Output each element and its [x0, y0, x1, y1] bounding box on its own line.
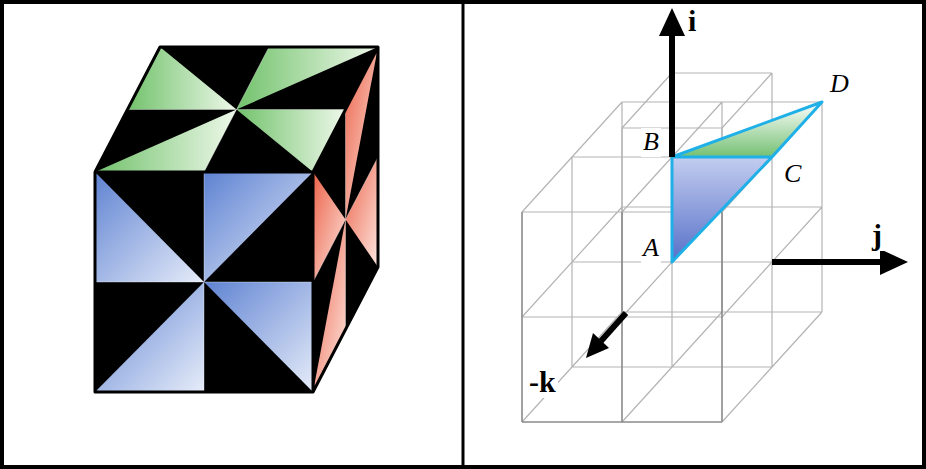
- point-label: B: [641, 128, 661, 157]
- red-triangle: [313, 220, 346, 393]
- axis-j: [772, 259, 884, 265]
- arrow-head: [659, 8, 685, 36]
- axis-minus-k: [601, 313, 626, 341]
- blue-triangle: [204, 282, 313, 392]
- triangle-outline: [672, 102, 822, 262]
- arrow-head: [880, 249, 908, 275]
- cube-outline: [95, 47, 378, 392]
- axis-i: [669, 32, 675, 157]
- axis-label: i: [686, 4, 698, 37]
- cube-grid-line: [95, 47, 378, 392]
- point-label: D: [828, 70, 851, 99]
- red-triangle: [346, 157, 379, 267]
- point-label: C: [782, 160, 803, 189]
- blue-triangle: [204, 172, 313, 282]
- point-label: A: [641, 234, 661, 263]
- axis-label: j: [870, 218, 884, 251]
- axis-label: -k: [527, 365, 558, 398]
- panel-divider: [462, 2, 465, 467]
- wireframe-front: [522, 212, 722, 422]
- blue-triangle: [95, 172, 204, 282]
- arrow-head: [586, 333, 609, 358]
- green-triangle: [95, 110, 237, 173]
- blue-triangle: [95, 282, 204, 392]
